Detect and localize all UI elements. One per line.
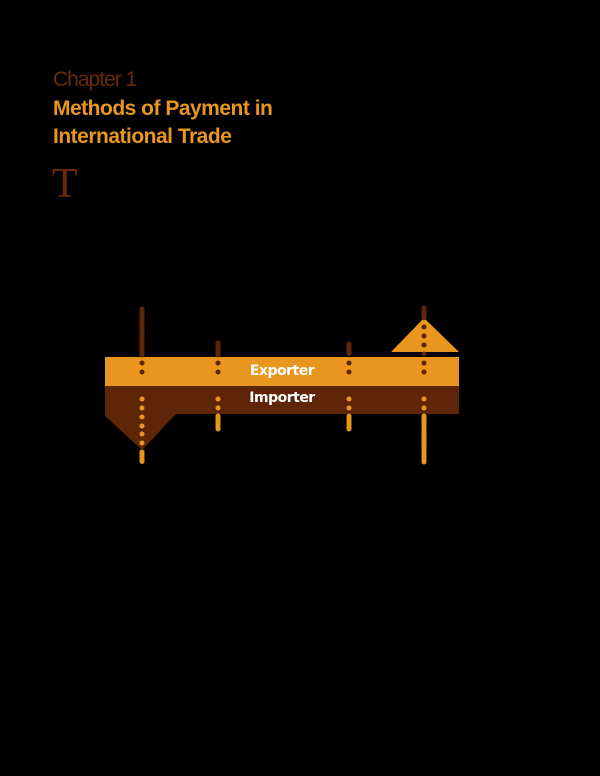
chapter-title: Methods of Payment in International Trad…: [53, 95, 353, 151]
importer-band: [105, 386, 459, 414]
timeline-column-3: [346, 341, 352, 432]
exporter-label: Exporter: [249, 363, 315, 379]
exporter-band: [105, 357, 459, 386]
drop-cap: T: [52, 161, 78, 207]
chapter-label: Chapter 1: [53, 68, 137, 91]
timeline-column-2: [215, 340, 221, 432]
title-line-1: Methods of Payment in: [53, 97, 273, 120]
timeline-column-1: [139, 306, 145, 466]
importer-label: Importer: [249, 390, 315, 406]
title-line-2: International Trade: [53, 125, 232, 148]
timeline-column-4: [421, 305, 427, 465]
